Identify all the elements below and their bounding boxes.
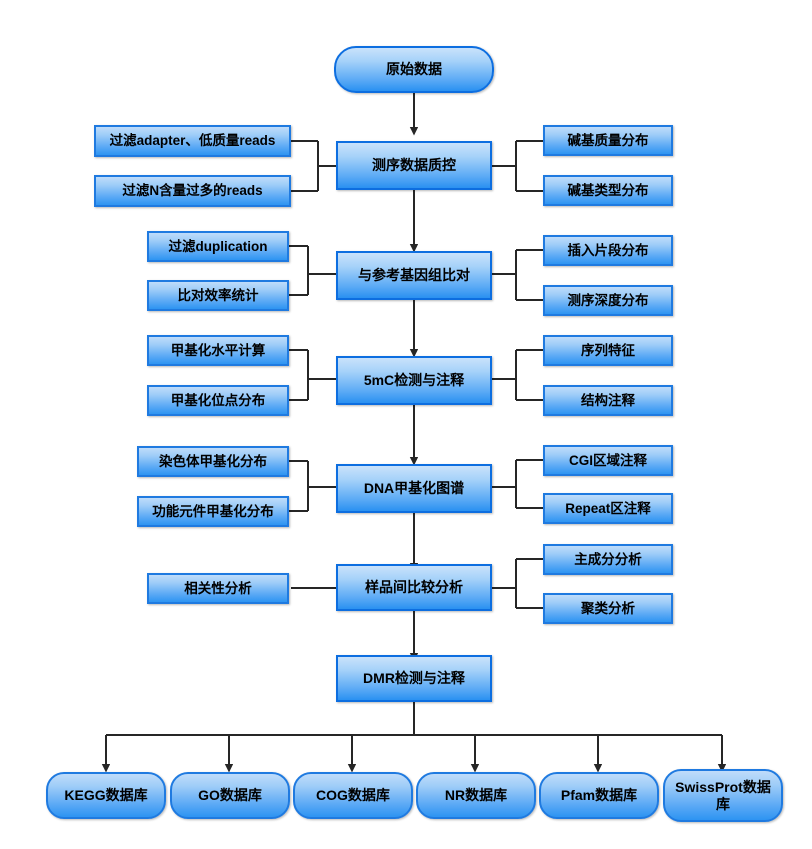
- node-db-kegg[interactable]: KEGG数据库: [46, 772, 166, 819]
- node-start-label: 原始数据: [386, 61, 442, 78]
- node-filter-n-reads-label: 过滤N含量过多的reads: [122, 183, 263, 199]
- node-db-swissprot[interactable]: SwissProt数据 库: [663, 769, 783, 822]
- node-5mc-label: 5mC检测与注释: [363, 372, 465, 389]
- node-methylation-map[interactable]: DNA甲基化图谱: [336, 464, 492, 513]
- node-pca-analysis[interactable]: 主成分分析: [543, 544, 673, 575]
- node-correlation-analysis-label: 相关性分析: [184, 580, 252, 596]
- node-insert-size-dist-label: 插入片段分布: [567, 242, 649, 258]
- node-sequencing-depth-dist-label: 测序深度分布: [567, 292, 649, 308]
- node-methylation-level[interactable]: 甲基化水平计算: [147, 335, 289, 366]
- node-methylation-map-label: DNA甲基化图谱: [363, 480, 465, 497]
- node-cluster-analysis[interactable]: 聚类分析: [543, 593, 673, 624]
- node-cgi-annotation[interactable]: CGI区域注释: [543, 445, 673, 476]
- node-methylation-site-label: 甲基化位点分布: [170, 392, 266, 408]
- node-db-kegg-label: KEGG数据库: [64, 787, 148, 804]
- node-element-methylation-label: 功能元件甲基化分布: [152, 503, 274, 519]
- node-db-cog[interactable]: COG数据库: [293, 772, 413, 819]
- node-qc-label: 测序数据质控: [372, 157, 456, 174]
- node-cluster-analysis-label: 聚类分析: [581, 600, 635, 616]
- node-structure-annotation-label: 结构注释: [581, 392, 635, 408]
- node-filter-n-reads[interactable]: 过滤N含量过多的reads: [94, 175, 291, 207]
- node-sequencing-depth-dist[interactable]: 测序深度分布: [543, 285, 673, 316]
- node-db-cog-label: COG数据库: [316, 787, 390, 804]
- node-dmr-label: DMR检测与注释: [363, 670, 465, 687]
- node-align-label: 与参考基因组比对: [358, 267, 470, 284]
- node-structure-annotation[interactable]: 结构注释: [543, 385, 673, 416]
- node-base-type-dist-label: 碱基类型分布: [567, 182, 649, 198]
- node-repeat-annotation[interactable]: Repeat区注释: [543, 493, 673, 524]
- node-filter-adapter-label: 过滤adapter、低质量reads: [109, 133, 276, 149]
- node-align[interactable]: 与参考基因组比对: [336, 251, 492, 300]
- node-db-go-label: GO数据库: [198, 787, 262, 804]
- node-filter-duplication-label: 过滤duplication: [168, 238, 268, 254]
- node-chromosome-methylation[interactable]: 染色体甲基化分布: [137, 446, 289, 477]
- node-pca-analysis-label: 主成分分析: [574, 551, 642, 567]
- node-sequence-feature-label: 序列特征: [581, 342, 635, 358]
- node-sequence-feature[interactable]: 序列特征: [543, 335, 673, 366]
- node-db-pfam-label: Pfam数据库: [560, 787, 638, 804]
- node-methylation-site[interactable]: 甲基化位点分布: [147, 385, 289, 416]
- node-base-quality-dist[interactable]: 碱基质量分布: [543, 125, 673, 156]
- node-db-nr-label: NR数据库: [444, 787, 508, 804]
- node-dmr[interactable]: DMR检测与注释: [336, 655, 492, 702]
- node-db-nr[interactable]: NR数据库: [416, 772, 536, 819]
- node-correlation-analysis[interactable]: 相关性分析: [147, 573, 289, 604]
- node-5mc[interactable]: 5mC检测与注释: [336, 356, 492, 405]
- node-start[interactable]: 原始数据: [334, 46, 494, 93]
- node-element-methylation[interactable]: 功能元件甲基化分布: [137, 496, 289, 527]
- node-align-efficiency-label: 比对效率统计: [177, 287, 259, 303]
- node-methylation-level-label: 甲基化水平计算: [170, 342, 266, 358]
- node-insert-size-dist[interactable]: 插入片段分布: [543, 235, 673, 266]
- node-base-type-dist[interactable]: 碱基类型分布: [543, 175, 673, 206]
- node-filter-duplication[interactable]: 过滤duplication: [147, 231, 289, 262]
- node-db-swissprot-label: SwissProt数据 库: [675, 779, 771, 812]
- node-db-go[interactable]: GO数据库: [170, 772, 290, 819]
- node-sample-compare-label: 样品间比较分析: [365, 579, 463, 596]
- node-base-quality-dist-label: 碱基质量分布: [567, 132, 649, 148]
- node-repeat-annotation-label: Repeat区注释: [565, 500, 651, 516]
- node-align-efficiency[interactable]: 比对效率统计: [147, 280, 289, 311]
- node-qc[interactable]: 测序数据质控: [336, 141, 492, 190]
- node-db-pfam[interactable]: Pfam数据库: [539, 772, 659, 819]
- node-sample-compare[interactable]: 样品间比较分析: [336, 564, 492, 611]
- node-chromosome-methylation-label: 染色体甲基化分布: [159, 453, 267, 469]
- node-filter-adapter[interactable]: 过滤adapter、低质量reads: [94, 125, 291, 157]
- node-cgi-annotation-label: CGI区域注释: [568, 452, 647, 468]
